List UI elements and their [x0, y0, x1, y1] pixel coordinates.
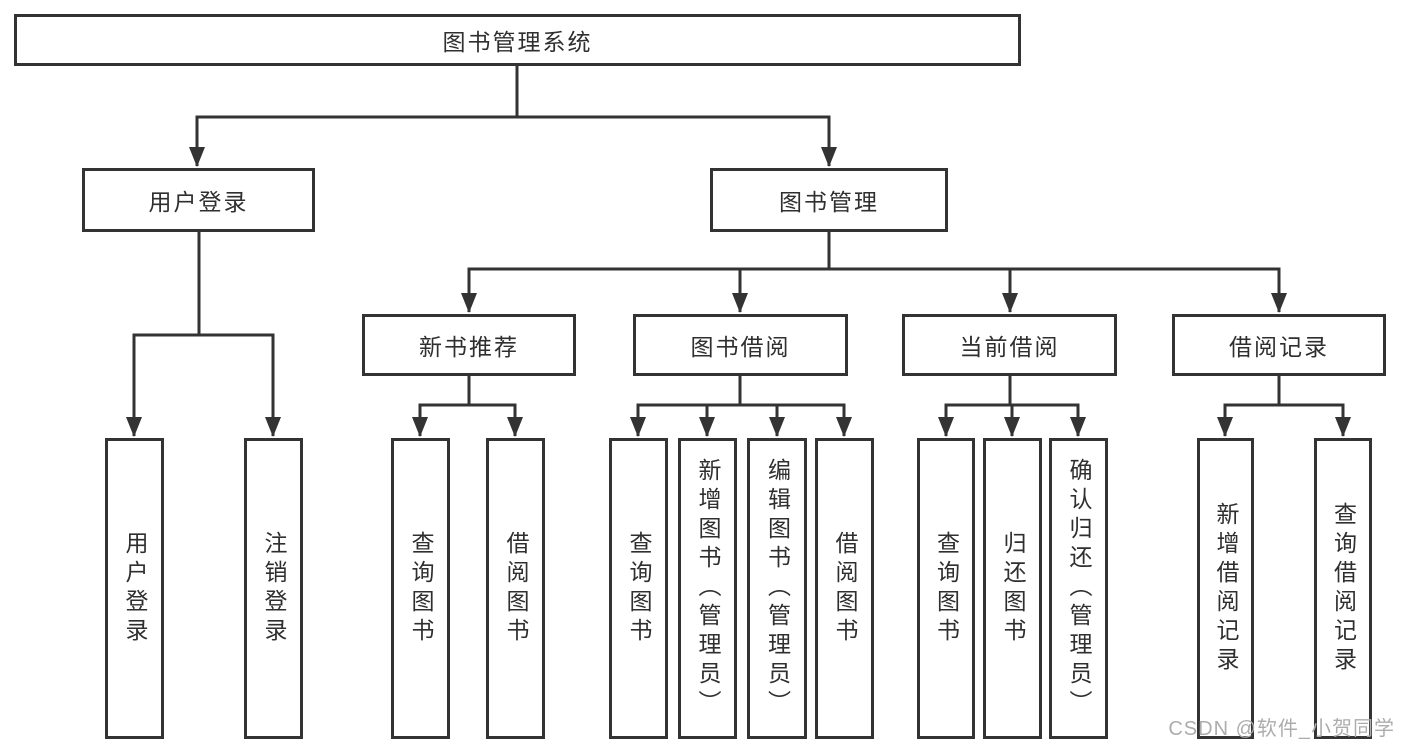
leaf-return-books: 归还图书 — [983, 438, 1042, 739]
leaf-recommend-query-books: 查询图书 — [391, 438, 450, 739]
leaf-logout: 注销登录 — [244, 438, 303, 739]
node-new-book-recommend: 新书推荐 — [362, 314, 576, 376]
node-current-borrowing: 当前借阅 — [902, 314, 1117, 376]
leaf-query-borrow-record: 查询借阅记录 — [1314, 438, 1372, 739]
leaf-add-books-admin: 新增图书（管理员） — [678, 438, 737, 739]
leaf-user-login: 用户登录 — [105, 438, 164, 739]
node-user-login: 用户登录 — [82, 168, 315, 232]
node-library-management-system: 图书管理系统 — [14, 14, 1021, 66]
node-book-borrowing: 图书借阅 — [633, 314, 848, 376]
leaf-confirm-return-admin: 确认归还（管理员） — [1049, 438, 1108, 739]
leaf-borrowing-query-books: 查询图书 — [609, 438, 668, 739]
node-book-management: 图书管理 — [710, 168, 948, 232]
node-borrowing-records: 借阅记录 — [1172, 314, 1386, 376]
leaf-recommend-borrow-books: 借阅图书 — [486, 438, 545, 739]
leaf-edit-books-admin: 编辑图书（管理员） — [747, 438, 807, 739]
leaf-borrow-books: 借阅图书 — [815, 438, 874, 739]
leaf-current-query-books: 查询图书 — [917, 438, 975, 739]
csdn-watermark: CSDN @软件_小贺同学 — [1168, 718, 1395, 740]
leaf-add-borrow-record: 新增借阅记录 — [1197, 438, 1254, 739]
